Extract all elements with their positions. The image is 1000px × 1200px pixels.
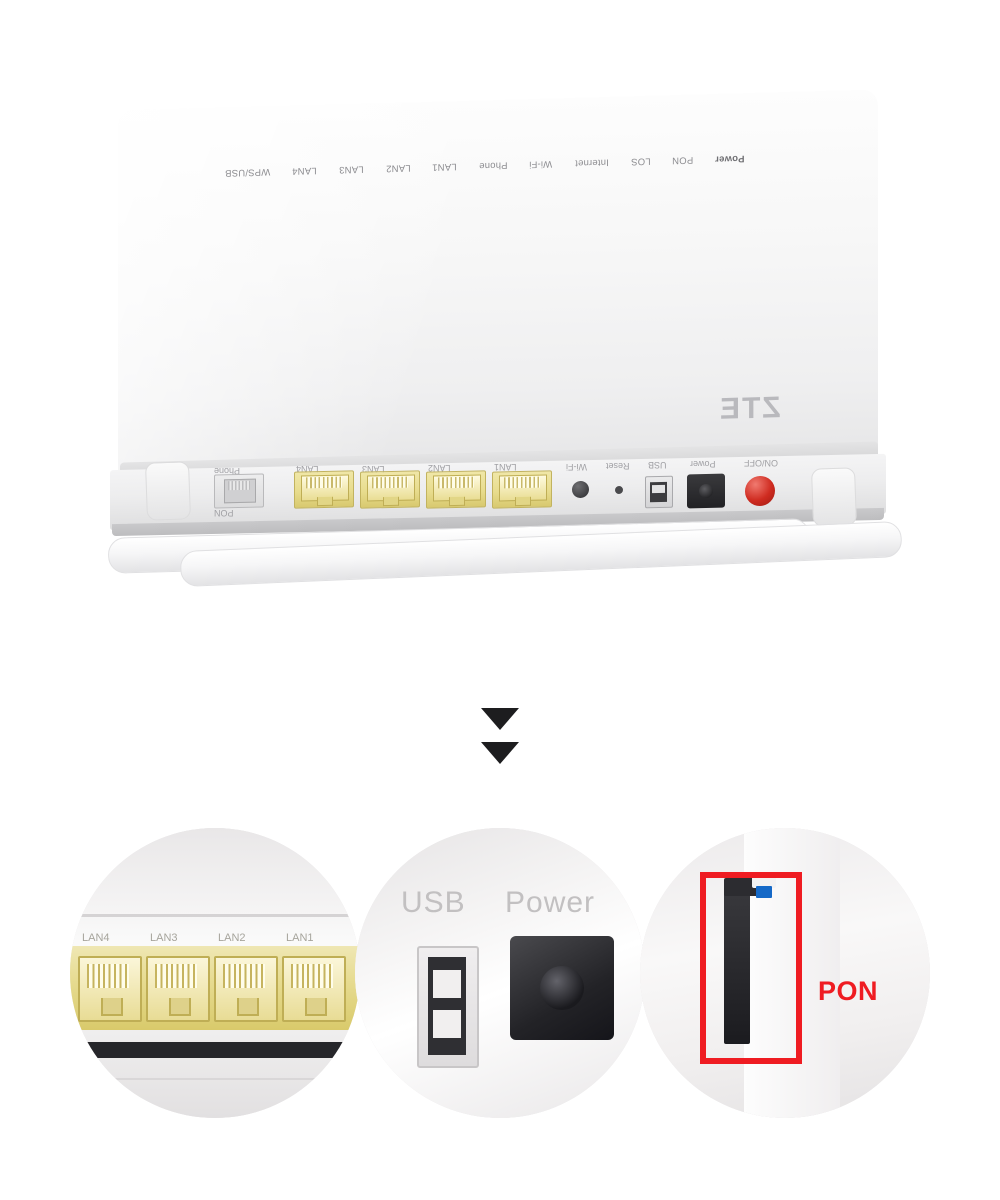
closeup-usb-tongue-top bbox=[433, 970, 461, 998]
led-label-lan2: LAN2 bbox=[385, 161, 411, 174]
down-arrow-icon-2 bbox=[481, 742, 519, 764]
closeup-lan3-pins bbox=[155, 964, 197, 988]
lan4-tab bbox=[317, 496, 333, 507]
closeup-label-lan3: LAN3 bbox=[150, 932, 178, 944]
closeup-usb-tongue-bottom bbox=[433, 1010, 461, 1038]
closeup-lan4-pins bbox=[87, 964, 129, 988]
closeup-lan1-tab bbox=[305, 998, 327, 1016]
led-label-pon: PON bbox=[672, 153, 694, 166]
pon-connector-white-clip bbox=[752, 876, 776, 888]
lan3-port bbox=[360, 470, 420, 509]
closeup-lan3-port bbox=[146, 956, 210, 1022]
antenna-base-left bbox=[145, 461, 191, 521]
lan2-port bbox=[426, 470, 486, 509]
antenna-base-right bbox=[811, 467, 857, 527]
lan4-pins bbox=[306, 476, 342, 489]
closeup-lan2-pins bbox=[223, 964, 265, 988]
closeup-label-pon: PON bbox=[818, 976, 879, 1006]
usb-port-cavity bbox=[650, 481, 667, 503]
pon-fiber-connector bbox=[724, 882, 750, 1044]
phone-rj11-port bbox=[214, 473, 264, 509]
down-arrow-icon-1 bbox=[481, 708, 519, 730]
lan4-port bbox=[294, 470, 354, 509]
led-label-los: LOS bbox=[630, 154, 651, 167]
closeup-lan1-pins bbox=[291, 964, 333, 988]
pon-highlight-box bbox=[700, 872, 802, 1064]
led-label-phone: Phone bbox=[478, 158, 508, 171]
rj11-pins bbox=[228, 480, 250, 491]
power-jack bbox=[687, 473, 725, 509]
usb-port bbox=[645, 475, 673, 509]
closeup-lan2-port bbox=[214, 956, 278, 1022]
port-label-reset: Reset bbox=[606, 461, 630, 471]
arrow-separator bbox=[0, 700, 1000, 780]
closeup-usb-power: USB Power bbox=[355, 828, 645, 1118]
led-label-wps-usb: WPS/USB bbox=[225, 165, 271, 178]
product-photo-top: Power PON LOS Internet Wi-Fi Phone LAN1 … bbox=[0, 0, 1000, 680]
closeup-pon-port: PON bbox=[640, 828, 930, 1118]
lan-closeup-dark-band bbox=[70, 1042, 360, 1058]
led-label-lan4: LAN4 bbox=[292, 164, 317, 176]
lan3-tab bbox=[383, 496, 399, 507]
port-label-onoff: ON/OFF bbox=[744, 458, 778, 468]
detail-closeups: LAN4 LAN3 LAN2 LAN1 USB Power bbox=[0, 820, 1000, 1200]
closeup-label-lan2: LAN2 bbox=[218, 932, 246, 944]
port-label-usb: USB bbox=[648, 460, 667, 470]
pon-connector-blue-tab bbox=[756, 886, 772, 898]
led-label-lan3: LAN3 bbox=[338, 162, 364, 175]
closeup-label-lan4: LAN4 bbox=[82, 932, 110, 944]
lan3-pins bbox=[372, 476, 408, 489]
lan2-pins bbox=[438, 476, 474, 489]
port-label-power: Power bbox=[690, 459, 716, 469]
lan1-tab bbox=[515, 496, 531, 507]
led-label-lan1: LAN1 bbox=[432, 160, 457, 172]
led-label-power: Power bbox=[715, 152, 745, 165]
lan2-tab bbox=[449, 496, 465, 507]
closeup-power-jack bbox=[510, 936, 614, 1040]
led-label-wifi: Wi-Fi bbox=[529, 157, 553, 170]
zte-brand-logo: ZTE bbox=[718, 391, 781, 426]
closeup-lan2-tab bbox=[237, 998, 259, 1016]
closeup-lan4-port bbox=[78, 956, 142, 1022]
lan1-pins bbox=[504, 476, 540, 489]
port-label-pon: PON bbox=[214, 508, 234, 518]
closeup-usb-port bbox=[417, 946, 479, 1068]
closeup-lan3-tab bbox=[169, 998, 191, 1016]
closeup-label-lan1: LAN1 bbox=[286, 932, 314, 944]
led-label-internet: Internet bbox=[574, 156, 609, 168]
closeup-lan1-port bbox=[282, 956, 346, 1022]
port-label-wifi: Wi-Fi bbox=[566, 462, 587, 472]
lan1-port bbox=[492, 470, 552, 509]
closeup-lan4-tab bbox=[101, 998, 123, 1016]
closeup-label-usb: USB bbox=[401, 886, 466, 919]
closeup-lan-ports: LAN4 LAN3 LAN2 LAN1 bbox=[70, 828, 360, 1118]
closeup-label-power: Power bbox=[505, 886, 596, 919]
lan-closeup-top-line bbox=[70, 914, 360, 917]
lan-closeup-lower-line bbox=[70, 1078, 360, 1080]
